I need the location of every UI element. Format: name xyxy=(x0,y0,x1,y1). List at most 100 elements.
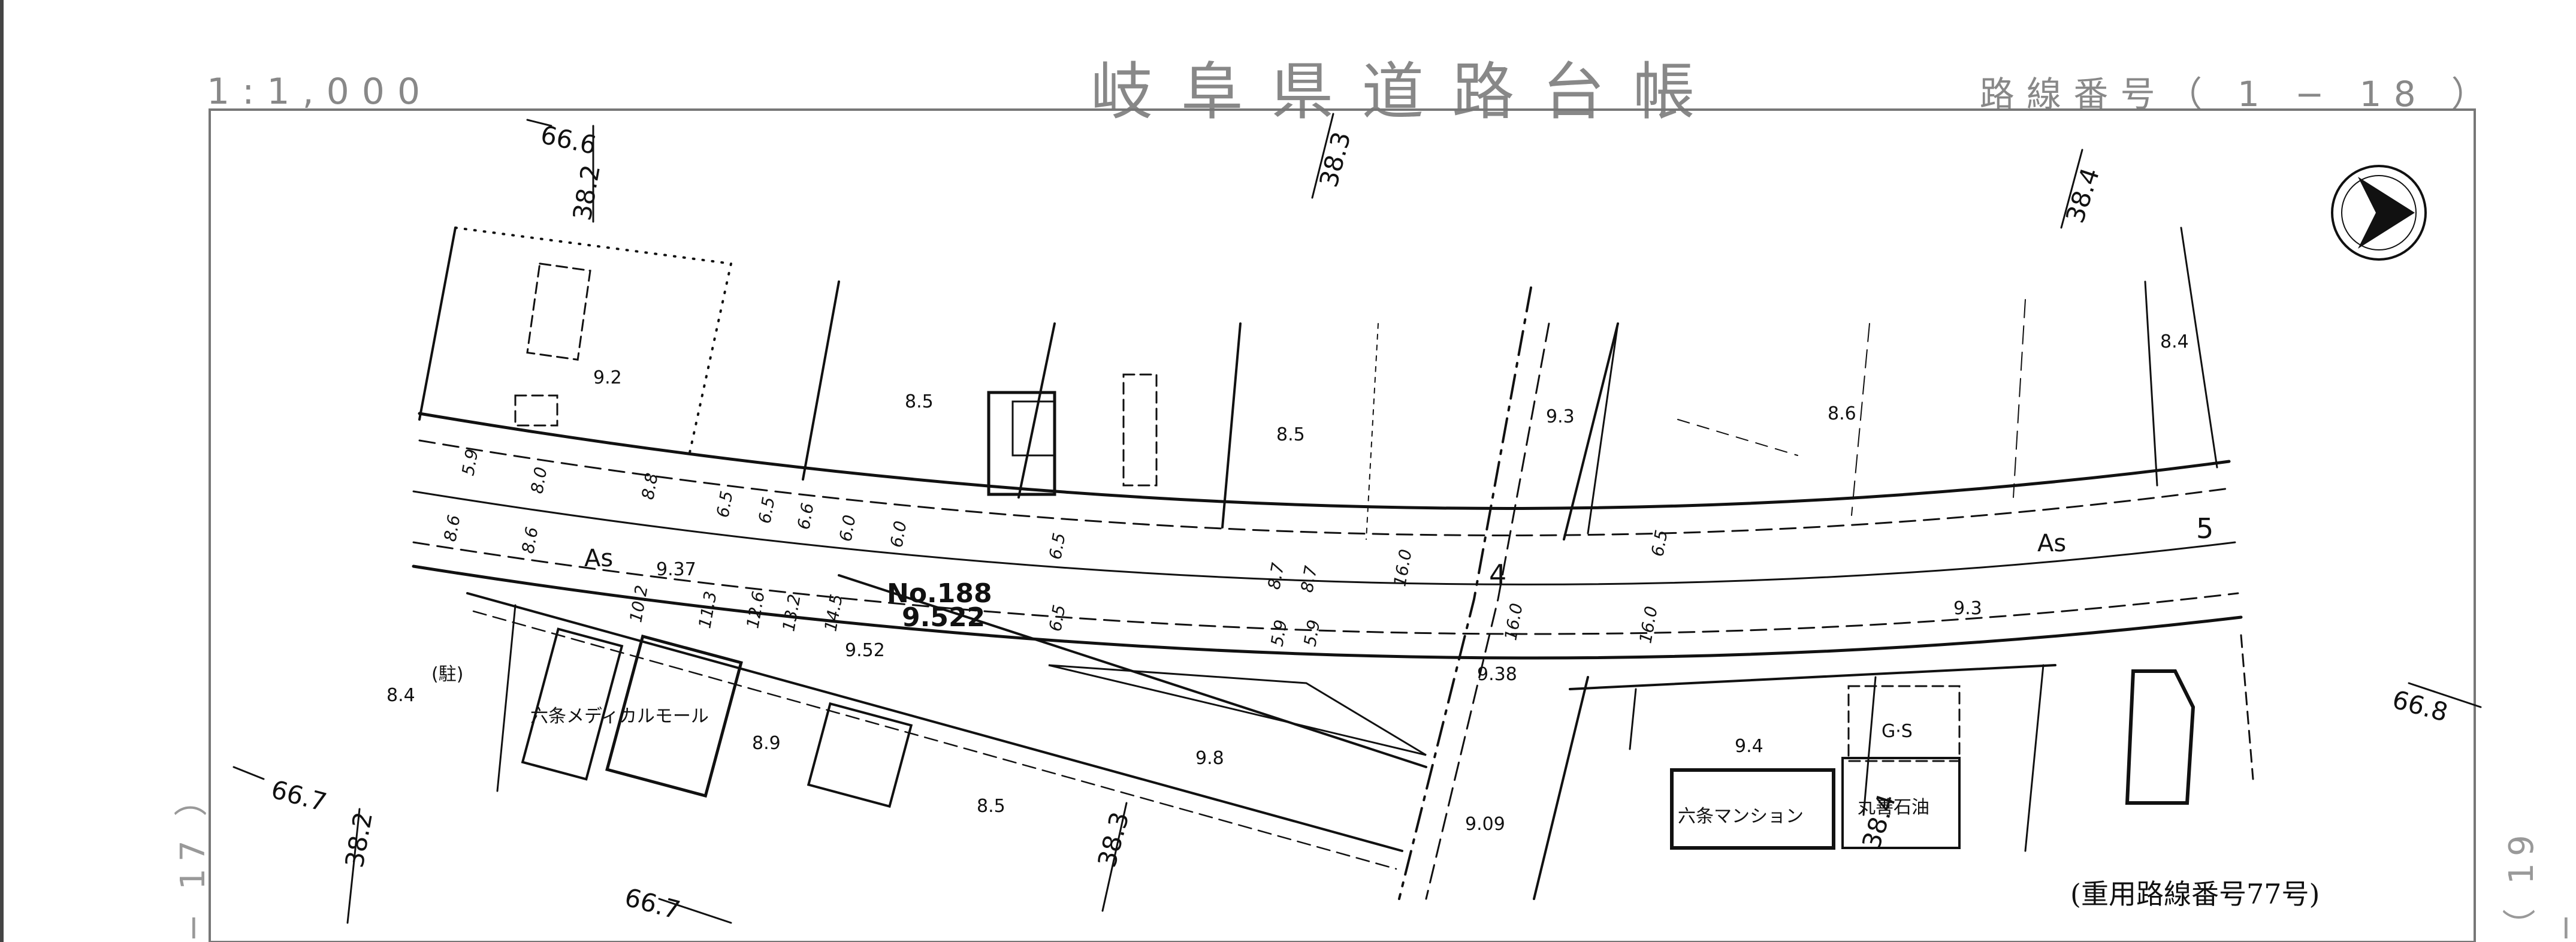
road-edge-south-inner xyxy=(412,541,2239,635)
road-width-label: 8.8 xyxy=(638,472,662,502)
road-width-label: 6.5 xyxy=(754,496,778,526)
chainage-tick xyxy=(1311,113,1334,199)
parcel-line xyxy=(1851,323,1870,516)
contour-line xyxy=(232,766,265,780)
road-width-label: 14.5 xyxy=(820,593,846,633)
left-border-rule xyxy=(0,0,4,942)
chainage-label: 38.4 xyxy=(2060,164,2105,227)
building xyxy=(2125,669,2196,805)
contour-line xyxy=(526,119,552,127)
elevation-label: 8.6 xyxy=(1828,403,1856,424)
elevation-label: 8.4 xyxy=(2160,331,2189,352)
branch-road-edge-3 xyxy=(472,610,1397,870)
road-width-label: 16.0 xyxy=(1635,605,1661,645)
parcel-line xyxy=(1629,688,1637,750)
road-center xyxy=(412,490,2236,585)
contour-label: 66.6 xyxy=(538,120,599,160)
road-edge-north-inner xyxy=(418,439,2230,536)
chainage-tick xyxy=(346,808,361,924)
road-width-label: 5.9 xyxy=(1267,618,1291,648)
cross-road-west xyxy=(1398,286,1532,900)
parcel-line xyxy=(2180,227,2218,469)
road-width-label: 16.0 xyxy=(1390,548,1415,588)
parcel-line xyxy=(1587,322,1619,535)
road-width-label: 8.7 xyxy=(1297,564,1321,594)
elevation-label: 9.4 xyxy=(1735,736,1763,757)
mansion-label: 六条マンション xyxy=(1678,806,1804,827)
parcel-line xyxy=(418,227,457,421)
elevation-label: 9.37 xyxy=(656,559,696,580)
road-width-label: 6.5 xyxy=(1045,603,1069,633)
overlap-route-note: (重用路線番号77号) xyxy=(2070,878,2320,910)
building-dashed xyxy=(514,394,558,427)
parcel-line xyxy=(2240,634,2254,780)
building-mansion xyxy=(1670,768,1835,850)
elevation-label: 9.38 xyxy=(1477,664,1517,685)
contour-label: 66.8 xyxy=(2389,684,2451,727)
parcel-line xyxy=(1221,322,1242,529)
median-island xyxy=(1048,664,1427,756)
road-width-label: 6.5 xyxy=(712,490,736,520)
parcel-line xyxy=(1017,322,1056,499)
gas-station-company-label: 丸善石油 xyxy=(1858,797,1929,818)
elevation-label: 9.8 xyxy=(1195,748,1224,769)
cross-road-east-2 xyxy=(1533,676,1589,900)
building xyxy=(807,702,913,808)
road-width-label: 13.2 xyxy=(778,593,804,633)
station-number: No.188 xyxy=(887,578,992,609)
elevation-label: 8.5 xyxy=(905,391,934,412)
parcel-line xyxy=(496,604,517,792)
road-width-label: 5.9 xyxy=(458,448,482,478)
cross-road-west-2 xyxy=(1425,322,1550,900)
chainage-tick xyxy=(2060,149,2083,229)
parcel-line xyxy=(2144,280,2158,487)
road-surface-label: As xyxy=(584,545,613,572)
road-width-label: 8.0 xyxy=(527,466,551,496)
building-gas-station xyxy=(1841,757,1961,849)
contour-line xyxy=(2408,682,2482,708)
parcel-line xyxy=(2013,299,2026,498)
gas-station-label: G·S xyxy=(1882,721,1913,742)
parcel-line xyxy=(454,227,733,457)
road-edge-north xyxy=(418,412,2231,510)
chainage-label: 38.2 xyxy=(567,162,606,223)
road-edge-south xyxy=(412,564,2243,660)
chainage-tick xyxy=(1101,802,1128,912)
cross-road-east xyxy=(1563,322,1619,541)
road-width-label: 11.3 xyxy=(694,590,720,630)
building-dashed xyxy=(526,262,591,361)
page-title: 岐阜県道路台帳 xyxy=(1091,55,1723,128)
map-frame xyxy=(209,108,2476,942)
road-width-label: 6.5 xyxy=(1045,532,1069,561)
road-width-label: 6.6 xyxy=(793,502,817,532)
north-arrow-icon xyxy=(2331,165,2427,261)
road-width-label: 6.5 xyxy=(1647,529,1671,558)
chainage-label: 38.2 xyxy=(340,810,378,870)
road-surface-label: As xyxy=(2037,530,2066,557)
road-width-label: 8.6 xyxy=(440,514,464,544)
elevation-label: 9.52 xyxy=(845,640,885,661)
elevation-label: 8.5 xyxy=(1276,424,1305,445)
station-elevation: 9.522 xyxy=(902,602,985,633)
route-number: 路線番号（ 1 − 18 ） xyxy=(1979,74,2498,114)
elevation-label: 9.3 xyxy=(1546,406,1575,427)
road-width-label: 6.0 xyxy=(835,514,859,544)
medical-mall-label: 六条メディカルモール xyxy=(530,706,709,727)
road-width-label: 5.9 xyxy=(1300,618,1324,648)
elevation-label: 8.4 xyxy=(386,685,415,706)
road-width-label: 6.0 xyxy=(886,520,910,550)
section-marker: 4 xyxy=(1489,558,1506,591)
parking-label: (駐) xyxy=(431,664,463,685)
chainage-label: 38.3 xyxy=(1092,809,1135,871)
branch-road-edge-2 xyxy=(466,592,1403,852)
parcel-line xyxy=(1862,676,1877,816)
road-width-label: 10.2 xyxy=(626,584,651,624)
contour-line xyxy=(658,898,732,924)
building-dashed xyxy=(1122,373,1158,487)
chainage-label: 38.3 xyxy=(1313,129,1357,191)
road-width-label: 8.6 xyxy=(518,526,542,555)
parcel-line xyxy=(802,280,840,481)
parcel-line xyxy=(2024,664,2045,852)
road-width-label: 12.6 xyxy=(742,590,768,630)
